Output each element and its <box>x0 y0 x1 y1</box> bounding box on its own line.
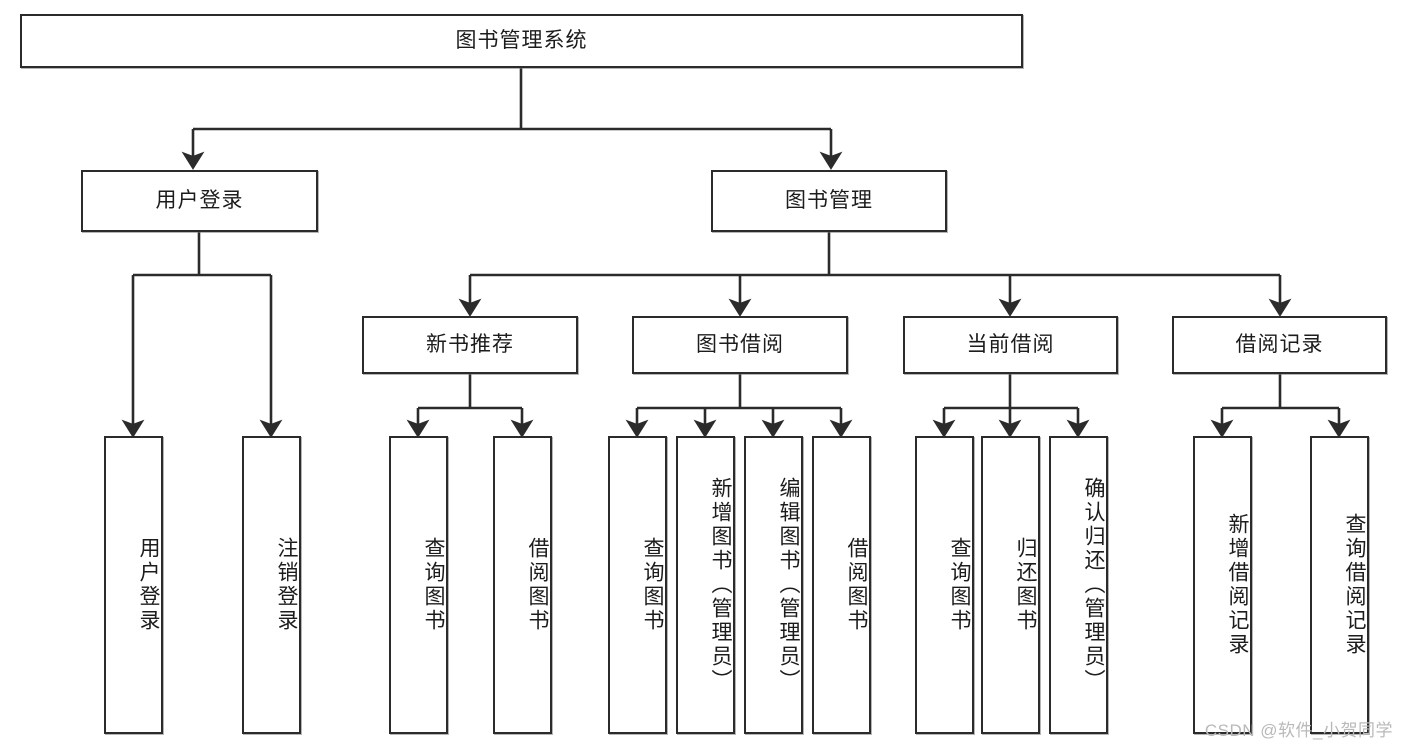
leaf-current-borrow-return-book[interactable]: 归还图书 <box>981 436 1040 734</box>
leaf-book-borrow-edit-book-admin[interactable]: 编辑图书（管理员） <box>744 436 803 734</box>
node-label: 用户登录 <box>155 189 244 213</box>
node-label: 查询图书 <box>422 537 445 633</box>
node-label: 查询图书 <box>948 537 971 633</box>
node-label: 当前借阅 <box>966 333 1055 357</box>
node-new-book-recommend[interactable]: 新书推荐 <box>362 316 578 374</box>
node-root-book-management-system[interactable]: 图书管理系统 <box>20 14 1023 68</box>
node-label: 借阅记录 <box>1235 333 1324 357</box>
leaf-new-book-borrow-book[interactable]: 借阅图书 <box>493 436 552 734</box>
leaf-user-login-logout[interactable]: 注销登录 <box>242 436 301 734</box>
node-label: 查询图书 <box>641 537 664 633</box>
node-label: 图书管理 <box>785 189 873 213</box>
leaf-borrow-record-query-record[interactable]: 查询借阅记录 <box>1310 436 1369 734</box>
node-label: 借阅图书 <box>526 537 549 633</box>
leaf-book-borrow-add-book-admin[interactable]: 新增图书（管理员） <box>676 436 735 734</box>
node-label: 图书借阅 <box>696 333 784 357</box>
leaf-book-borrow-query-book[interactable]: 查询图书 <box>608 436 667 734</box>
node-label: 新增图书（管理员） <box>709 477 732 693</box>
leaf-user-login-login[interactable]: 用户登录 <box>104 436 163 734</box>
node-user-login[interactable]: 用户登录 <box>81 170 318 232</box>
node-current-borrow[interactable]: 当前借阅 <box>903 316 1118 374</box>
node-label: 查询借阅记录 <box>1343 513 1366 657</box>
node-borrow-record[interactable]: 借阅记录 <box>1172 316 1387 374</box>
node-label: 用户登录 <box>137 537 160 633</box>
leaf-book-borrow-borrow-book[interactable]: 借阅图书 <box>812 436 871 734</box>
leaf-current-borrow-confirm-return-admin[interactable]: 确认归还（管理员） <box>1049 436 1108 734</box>
node-label: 确认归还（管理员） <box>1082 477 1105 693</box>
node-book-borrow[interactable]: 图书借阅 <box>632 316 848 374</box>
leaf-borrow-record-add-record[interactable]: 新增借阅记录 <box>1193 436 1252 734</box>
node-label: 新增借阅记录 <box>1226 513 1249 657</box>
node-label: 归还图书 <box>1014 537 1037 633</box>
node-book-management[interactable]: 图书管理 <box>711 170 947 232</box>
node-label: 借阅图书 <box>845 537 868 633</box>
leaf-new-book-query-book[interactable]: 查询图书 <box>389 436 448 734</box>
node-label: 图书管理系统 <box>455 29 588 53</box>
node-label: 新书推荐 <box>426 333 514 357</box>
leaf-current-borrow-query-book[interactable]: 查询图书 <box>915 436 974 734</box>
watermark-text: CSDN @软件_小贺同学 <box>1204 721 1393 740</box>
node-label: 注销登录 <box>275 537 298 633</box>
node-label: 编辑图书（管理员） <box>777 477 800 693</box>
